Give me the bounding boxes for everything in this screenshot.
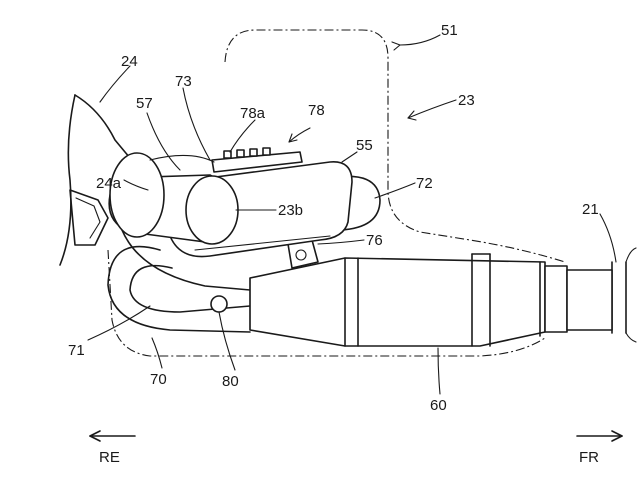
direction-rear-label: RE: [99, 449, 120, 466]
label-57: 57: [136, 95, 153, 112]
exhaust-pipe-70: [107, 229, 251, 333]
arrow-right-icon: [576, 430, 623, 442]
label-80: 80: [222, 373, 239, 390]
label-23b: 23b: [278, 202, 303, 219]
label-55: 55: [356, 137, 373, 154]
label-70: 70: [150, 371, 167, 388]
part-78: [211, 147, 303, 173]
label-78a: 78a: [240, 105, 266, 122]
label-72: 72: [416, 175, 433, 192]
tube-57: [108, 152, 239, 245]
outline-lower-dashdot: [107, 249, 546, 357]
direction-front-label: FR: [579, 449, 599, 466]
label-60: 60: [430, 397, 447, 414]
muffler-60: [249, 253, 613, 347]
frame-24: [59, 94, 131, 266]
label-24: 24: [121, 53, 138, 70]
label-51: 51: [441, 22, 458, 39]
outline-51-dashdot: [224, 29, 566, 263]
label-24a: 24a: [96, 175, 122, 192]
arrow-23-icon: [407, 110, 417, 121]
arrow-51-icon: [391, 41, 401, 51]
label-71: 71: [68, 342, 85, 359]
label-21: 21: [582, 201, 599, 218]
label-78: 78: [308, 102, 325, 119]
leader-lines: [87, 34, 617, 395]
label-76: 76: [366, 232, 383, 249]
bolt-80: [210, 295, 228, 313]
arrow-left-icon: [89, 430, 136, 442]
label-73: 73: [175, 73, 192, 90]
label-23: 23: [458, 92, 475, 109]
arrow-78-icon: [288, 127, 311, 143]
